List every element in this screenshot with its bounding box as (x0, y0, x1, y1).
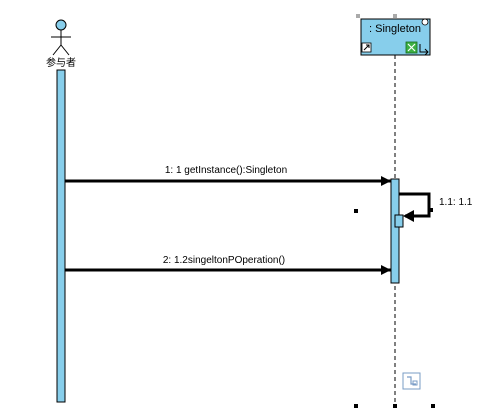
lifeline-head[interactable]: : Singleton (360, 18, 431, 56)
message-1[interactable]: 1: 1 getInstance():Singleton (65, 165, 391, 186)
self-message-handle[interactable] (429, 208, 433, 212)
self-message-line (399, 192, 431, 218)
green-sync-icon[interactable] (405, 41, 418, 54)
actor[interactable]: 参与者 (46, 19, 76, 69)
lifeline-activation-bar[interactable] (390, 178, 400, 284)
self-message-arrowhead (403, 210, 414, 222)
actor-label: 参与者 (46, 56, 76, 69)
lifeline-selection-handles[interactable] (354, 209, 435, 408)
nested-activation-bar[interactable] (394, 214, 404, 228)
stickman-icon (51, 19, 71, 56)
message-2[interactable]: 2: 1.2singeltonPOperation() (65, 255, 391, 275)
sequence-link-icon[interactable] (402, 372, 421, 390)
message-1-label: 1: 1 getInstance():Singleton (165, 165, 287, 176)
self-message[interactable]: 1.1: 1.1 (399, 192, 473, 222)
self-message-label: 1.1: 1.1 (439, 197, 473, 208)
resize-arrow-icon[interactable] (419, 44, 429, 56)
lifeline-box (360, 18, 431, 56)
lifeline-nav-icon[interactable] (361, 42, 372, 53)
head-selection-handles[interactable] (356, 14, 429, 26)
message-2-label: 2: 1.2singeltonPOperation() (163, 255, 285, 266)
lifeline-label: : Singleton (369, 23, 421, 35)
actor-activation-bar[interactable] (56, 69, 66, 403)
